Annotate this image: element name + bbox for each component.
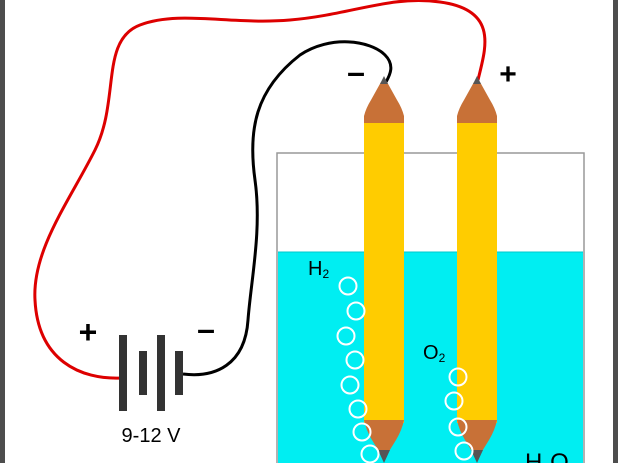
frame-right-edge: [613, 0, 618, 463]
bubble: [345, 350, 365, 370]
hydrogen-label: H2: [308, 258, 329, 281]
beaker: [276, 152, 585, 463]
bubble: [340, 375, 360, 395]
bubble: [336, 326, 356, 346]
bubble: [338, 276, 358, 296]
bubble: [448, 417, 468, 437]
wire-negative: [182, 40, 393, 377]
oxygen-label: O2: [423, 342, 446, 365]
anode-pencil-body: [457, 123, 497, 423]
battery-plate-long-1: [119, 335, 127, 411]
cathode-pencil-top-tip: [364, 82, 404, 123]
anode-bottom-graphite: [471, 450, 483, 463]
bubble: [448, 367, 468, 387]
battery-minus-sign: –: [197, 311, 215, 347]
battery: [119, 335, 183, 411]
water: [278, 252, 583, 463]
bubble: [454, 441, 474, 461]
anode-pencil-top-tip: [457, 82, 497, 123]
battery-plus-sign: +: [79, 314, 98, 350]
oxygen-bubbles: [444, 367, 474, 461]
cathode-pencil-body: [364, 123, 404, 423]
cathode-pencil-bottom-tip: [364, 420, 404, 453]
battery-plate-long-2: [157, 335, 165, 411]
anode-top-graphite: [473, 76, 481, 84]
anode-pencil: [457, 76, 497, 463]
water-label: H2O: [525, 449, 569, 463]
cathode-pencil: [364, 76, 404, 463]
battery-plate-short-2: [175, 351, 183, 395]
frame-left-edge: [0, 0, 5, 463]
bubble: [346, 301, 366, 321]
hydrogen-bubbles: [336, 276, 380, 463]
anode-plus-sign: +: [499, 58, 517, 91]
wire-positive: [33, 0, 487, 380]
cathode-bottom-graphite: [378, 450, 390, 463]
battery-plate-short-1: [139, 351, 147, 395]
bubble: [444, 391, 464, 411]
bubble: [352, 422, 372, 442]
battery-voltage-label: 9-12 V: [122, 425, 182, 447]
cathode-minus-sign: –: [347, 54, 365, 90]
bubble: [348, 399, 368, 419]
cathode-top-graphite: [380, 76, 388, 84]
